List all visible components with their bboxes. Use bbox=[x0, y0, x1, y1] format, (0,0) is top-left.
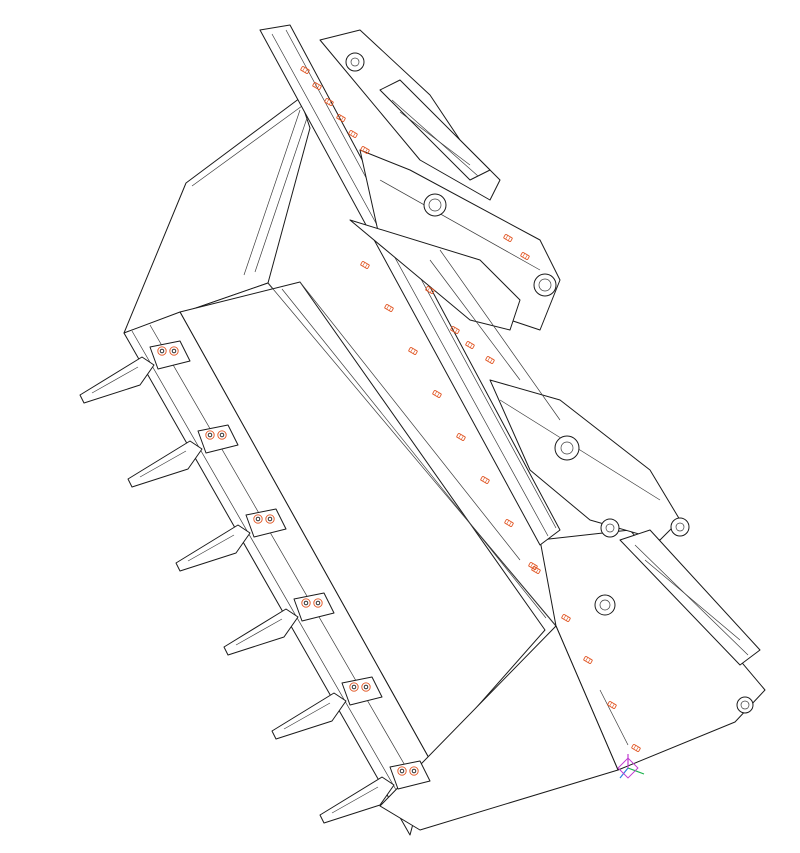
tooth-bolt-head bbox=[159, 348, 165, 354]
fasteners bbox=[300, 66, 641, 752]
bolt-fastener bbox=[607, 701, 617, 709]
tooth-bolt-head bbox=[411, 768, 417, 774]
tooth-bolt-head bbox=[219, 432, 225, 438]
tooth-bolt bbox=[265, 514, 275, 524]
tooth-bolt bbox=[253, 514, 263, 524]
bolt-fastener bbox=[503, 234, 513, 242]
bucket-side-plate bbox=[379, 529, 766, 831]
tooth-bolt bbox=[361, 682, 371, 692]
tooth-bolt bbox=[349, 682, 359, 692]
tooth-bolt bbox=[409, 766, 419, 776]
tooth-bolt-head bbox=[267, 516, 273, 522]
bolt-fastener bbox=[480, 476, 490, 484]
bolt-fastener bbox=[561, 614, 571, 622]
tooth-bolt-head bbox=[363, 684, 369, 690]
tooth-bolt bbox=[157, 346, 167, 356]
bucket-tooth bbox=[127, 424, 239, 488]
coordinate-triad-icon bbox=[617, 754, 645, 779]
bolt-fastener bbox=[450, 326, 460, 334]
tooth-bolt-head bbox=[315, 600, 321, 606]
tooth-bolt-head bbox=[351, 684, 357, 690]
hydraulic-cylinder-lower bbox=[619, 529, 761, 666]
tooth-bolt-head bbox=[207, 432, 213, 438]
tooth-bolt bbox=[397, 766, 407, 776]
bolt-fastener bbox=[312, 82, 322, 90]
bolt-fastener bbox=[408, 347, 418, 355]
bolt-fastener bbox=[583, 656, 593, 664]
tooth-bolt-head bbox=[303, 600, 309, 606]
bolt-fastener bbox=[631, 744, 641, 752]
bolt-fastener bbox=[465, 341, 475, 349]
tooth-bolt bbox=[217, 430, 227, 440]
tooth-bolt-head bbox=[171, 348, 177, 354]
bolt-fastener bbox=[528, 562, 538, 570]
bolt-fastener bbox=[360, 146, 370, 154]
bolt-fastener bbox=[531, 566, 541, 574]
bolt-fastener bbox=[504, 519, 514, 527]
bolt-fastener bbox=[485, 356, 495, 364]
bolt-fastener bbox=[520, 252, 530, 260]
tooth-bolt bbox=[301, 598, 311, 608]
bolt-fastener bbox=[384, 304, 394, 312]
bucket-back-plate bbox=[123, 97, 311, 334]
tooth-bolt-head bbox=[255, 516, 261, 522]
bucket-tooth bbox=[319, 760, 431, 824]
bolt-fastener bbox=[348, 130, 358, 138]
bolt-fastener bbox=[456, 433, 466, 441]
bolt-fastener bbox=[324, 98, 334, 106]
bolt-fastener bbox=[360, 261, 370, 269]
bolt-fastener bbox=[300, 66, 310, 74]
tooth-bolt bbox=[169, 346, 179, 356]
tooth-bolt bbox=[313, 598, 323, 608]
bolt-fastener bbox=[336, 114, 346, 122]
tooth-bolt bbox=[205, 430, 215, 440]
bolt-fastener bbox=[432, 390, 442, 398]
bucket-tooth bbox=[175, 508, 287, 572]
bucket-tooth bbox=[271, 676, 383, 740]
bucket-tooth bbox=[223, 592, 335, 656]
pivot-pins bbox=[345, 52, 754, 714]
bolt-fastener bbox=[425, 286, 435, 294]
hydraulic-cylinder-upper bbox=[379, 79, 491, 181]
bucket-teeth bbox=[79, 340, 431, 824]
bucket-tooth bbox=[79, 340, 191, 404]
tooth-bolt-head bbox=[399, 768, 405, 774]
